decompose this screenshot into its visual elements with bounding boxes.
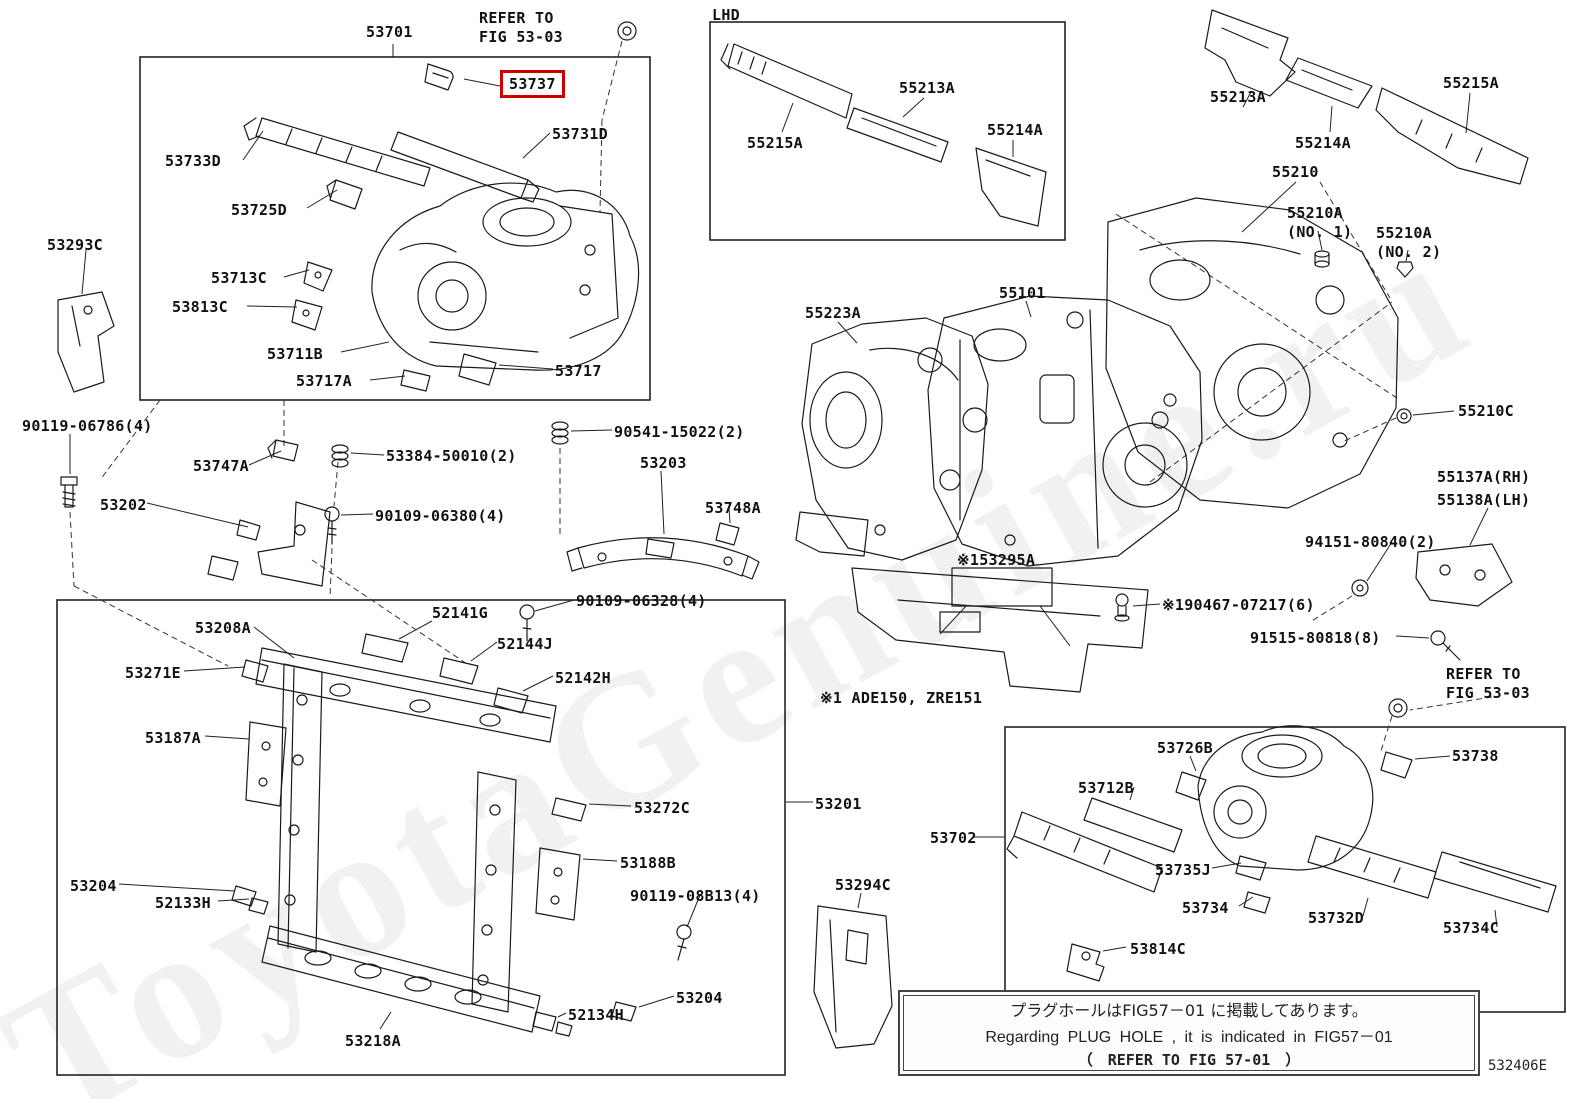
part-label-55137arh: 55137A(RH) — [1437, 468, 1531, 486]
part-label-90541150222: 90541-15022(2) — [614, 423, 745, 441]
part-label-90109063284: 90109-06328(4) — [576, 592, 707, 610]
part-label-55215a: 55215A — [1443, 74, 1499, 92]
part-label-53713c: 53713C — [211, 269, 267, 287]
part-label-subline: (NO. 2) — [1376, 243, 1442, 262]
part-label-53188b: 53188B — [620, 854, 676, 872]
part-label-52133h: 52133H — [155, 894, 211, 912]
part-label-153295a: ※153295A — [957, 551, 1036, 569]
part-label-53732d: 53732D — [1308, 909, 1364, 927]
cowl-top-rh-sketch — [1204, 9, 1529, 185]
figure-code: 532406E — [1488, 1058, 1548, 1074]
part-label-55213a: 55213A — [1210, 88, 1266, 106]
fender-apron-rh-box — [139, 56, 651, 401]
splash-shield-sketch — [813, 905, 893, 1049]
fender-apron-rh-sketch — [243, 63, 640, 392]
part-label-55210a: 55210A(NO. 1) — [1287, 204, 1353, 242]
part-label-subline: FIG 53-03 — [479, 28, 563, 47]
center-brace-sketch — [566, 511, 1149, 693]
part-label-53717: 53717 — [555, 362, 602, 380]
part-label-53731d: 53731D — [552, 125, 608, 143]
part-label-53204: 53204 — [70, 877, 117, 895]
part-label-55213a: 55213A — [899, 79, 955, 97]
dashed-lines — [69, 40, 1493, 755]
part-label-52142h: 52142H — [555, 669, 611, 687]
part-label-94151808402: 94151-80840(2) — [1305, 533, 1436, 551]
part-label-53701: 53701 — [366, 23, 413, 41]
part-label-53204: 53204 — [676, 989, 723, 1007]
part-label-53271e: 53271E — [125, 664, 181, 682]
part-label-lhd: LHD — [712, 6, 740, 24]
part-label-53734c: 53734C — [1443, 919, 1499, 937]
part-label-52141g: 52141G — [432, 604, 488, 622]
part-label-52134h: 52134H — [568, 1006, 624, 1024]
part-label-90119067864: 90119-06786(4) — [22, 417, 153, 435]
part-label-53747a: 53747A — [193, 457, 249, 475]
part-label-53218a: 53218A — [345, 1032, 401, 1050]
part-label-53711b: 53711B — [267, 345, 323, 363]
part-label-53384500102: 53384-50010(2) — [386, 447, 517, 465]
plug-hole-note-inner: プラグホールはFIG57－01 に掲載してあります。 Regarding PLU… — [903, 995, 1475, 1071]
part-label-55210a: 55210A(NO. 2) — [1376, 224, 1442, 262]
part-label-53272c: 53272C — [634, 799, 690, 817]
radiator-support-sketch — [231, 633, 637, 1037]
part-label-53208a: 53208A — [195, 619, 251, 637]
part-label-53202: 53202 — [100, 496, 147, 514]
part-label-53203: 53203 — [640, 454, 687, 472]
part-label-53738: 53738 — [1452, 747, 1499, 765]
lhd-box — [709, 21, 1066, 241]
note-refer-line: （ REFER TO FIG 57-01 ） — [1077, 1050, 1301, 1069]
part-label-subline: (NO. 1) — [1287, 223, 1353, 242]
part-label-53813c: 53813C — [172, 298, 228, 316]
dash-insulator-outer-sketch — [1105, 197, 1399, 509]
part-label-53748a: 53748A — [705, 499, 761, 517]
part-label-53726b: 53726B — [1157, 739, 1213, 757]
note-japanese-line: プラグホールはFIG57－01 に掲載してあります。 — [1010, 1000, 1368, 1020]
part-sketches — [57, 9, 1557, 1049]
part-label-55210c: 55210C — [1458, 402, 1514, 420]
part-label-190467072176: ※190467-07217(6) — [1162, 596, 1315, 614]
part-label-53187a: 53187A — [145, 729, 201, 747]
part-label-53814c: 53814C — [1130, 940, 1186, 958]
lhd-cowl-sketch — [720, 43, 1047, 227]
part-label-52144j: 52144J — [497, 635, 553, 653]
part-label-55210: 55210 — [1272, 163, 1319, 181]
dash-insulator-inner-sketch — [801, 317, 989, 561]
part-label-55138alh: 55138A(LH) — [1437, 491, 1531, 509]
note-english-line: Regarding PLUG HOLE , it is indicated in… — [985, 1028, 1393, 1046]
dash-panel-sketch — [927, 295, 1203, 567]
part-label-55214a: 55214A — [987, 121, 1043, 139]
part-label-53712b: 53712B — [1078, 779, 1134, 797]
part-label-53737: 53737 — [500, 70, 565, 99]
part-label-53725d: 53725D — [231, 201, 287, 219]
part-label-1ade150zre151: ※1 ADE150, ZRE151 — [820, 689, 983, 707]
part-label-53734: 53734 — [1182, 899, 1229, 917]
radiator-support-box — [56, 599, 786, 1076]
part-label-90109063804: 90109-06380(4) — [375, 507, 506, 525]
part-label-55215a: 55215A — [747, 134, 803, 152]
part-label-subline: FIG 53-03 — [1446, 684, 1530, 703]
part-label-55214a: 55214A — [1295, 134, 1351, 152]
cowl-bracket-sketch — [1415, 543, 1513, 607]
plug-hole-note-box: プラグホールはFIG57－01 に掲載してあります。 Regarding PLU… — [898, 990, 1480, 1076]
part-label-53733d: 53733D — [165, 152, 221, 170]
part-label-53201: 53201 — [815, 795, 862, 813]
part-label-55223a: 55223A — [805, 304, 861, 322]
part-label-91515808188: 91515-80818(8) — [1250, 629, 1381, 647]
part-label-53717a: 53717A — [296, 372, 352, 390]
part-label-9011908b134: 90119-08B13(4) — [630, 887, 761, 905]
fastener-icons — [60, 250, 1461, 961]
part-label-53702: 53702 — [930, 829, 977, 847]
part-label-53294c: 53294C — [835, 876, 891, 894]
fender-apron-lh-sketch — [1006, 725, 1557, 982]
part-label-53735j: 53735J — [1155, 861, 1211, 879]
brackets-53202-sketch — [207, 439, 331, 587]
part-label-53293c: 53293C — [47, 236, 103, 254]
cowl-side-panel-sketch — [57, 291, 115, 393]
grommet-top-icon — [617, 21, 637, 41]
part-label-55101: 55101 — [999, 284, 1046, 302]
